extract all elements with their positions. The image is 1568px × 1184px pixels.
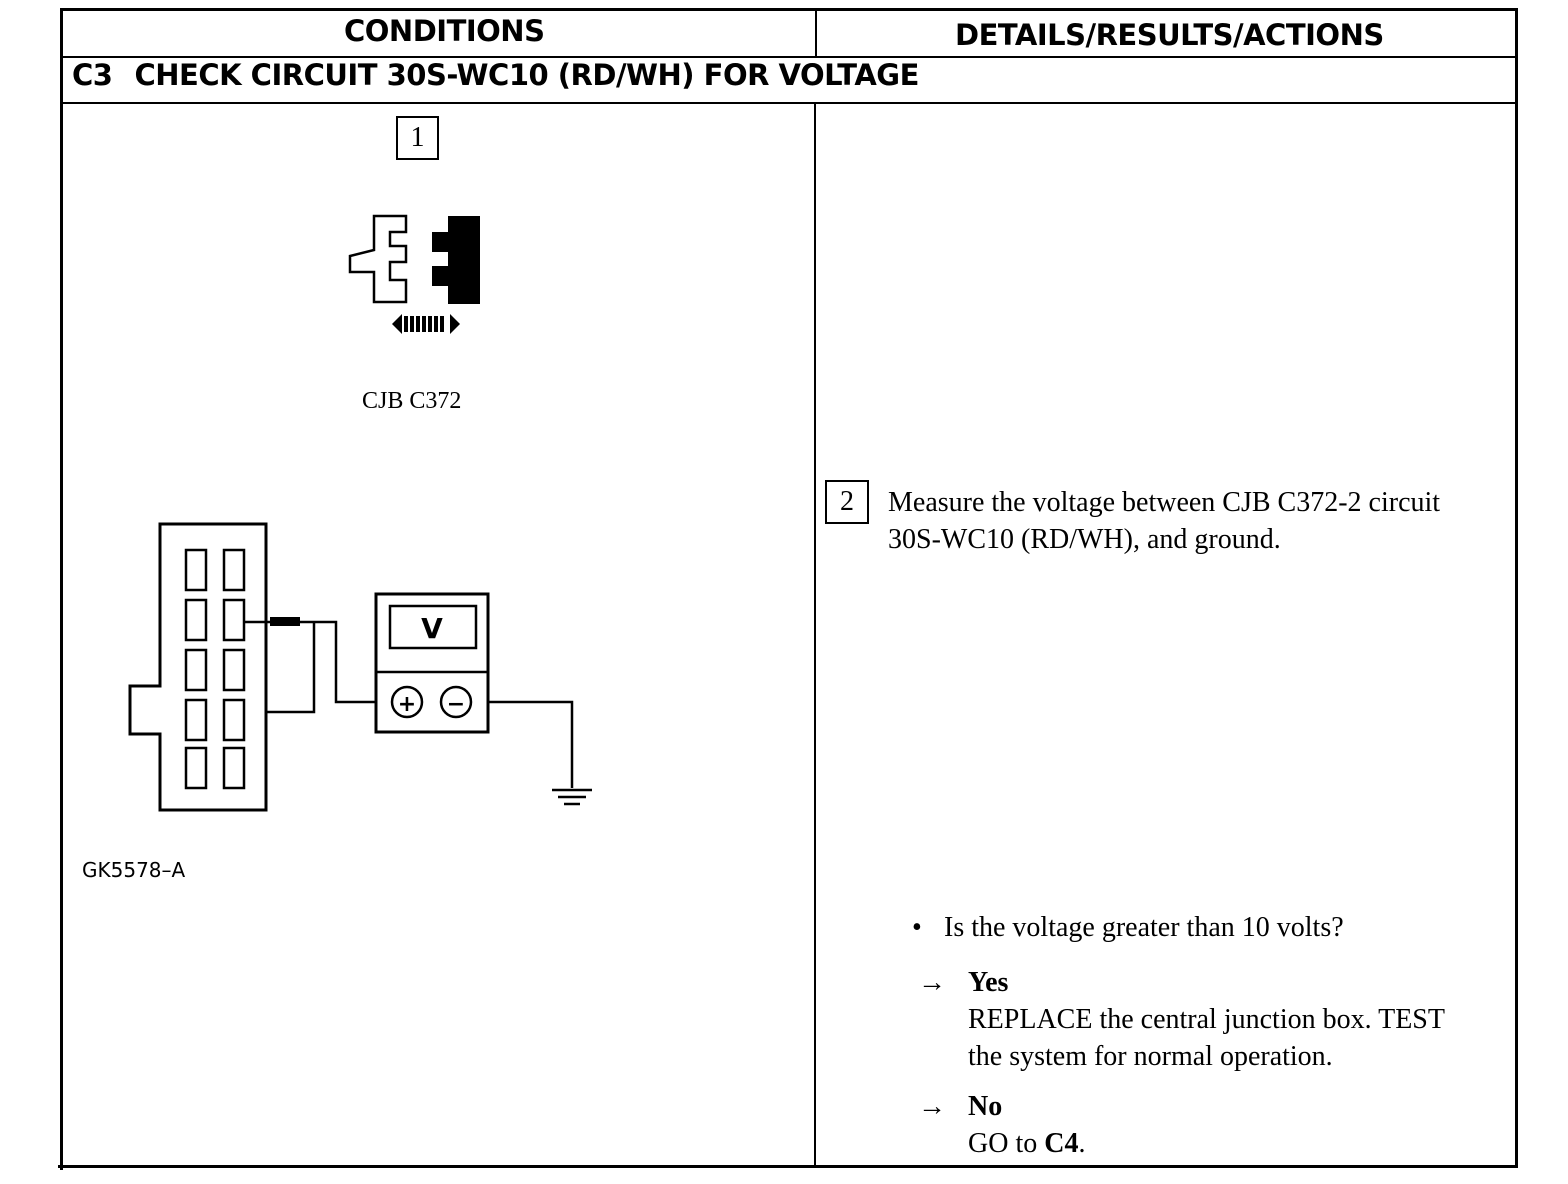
table-border-top xyxy=(62,8,1518,11)
header-details-results-actions: DETAILS/RESULTS/ACTIONS xyxy=(955,18,1384,52)
bullet-icon: • xyxy=(912,912,922,943)
response-yes-action-line-2: the system for normal operation. xyxy=(968,1041,1333,1072)
section-divider xyxy=(62,102,1517,104)
response-yes: → Yes REPLACE the central junction box. T… xyxy=(918,964,1445,1075)
figure-id: GK5578–A xyxy=(82,858,186,882)
minus-terminal: − xyxy=(447,692,465,717)
connector-label: CJB C372 xyxy=(362,388,462,414)
step-2-number: 2 xyxy=(825,480,869,524)
connector-pins xyxy=(184,548,246,790)
response-no: → No GO to C4. xyxy=(918,1088,1085,1162)
test-leads xyxy=(244,620,574,788)
response-no-target-step: C4 xyxy=(1044,1128,1079,1159)
column-divider-body xyxy=(814,102,816,1167)
ground-icon xyxy=(552,788,592,806)
response-yes-action-line-1: REPLACE the central junction box. TEST xyxy=(968,1004,1445,1035)
voltmeter-symbol: V xyxy=(421,612,443,645)
header-divider xyxy=(62,56,1517,58)
section-title-text: CHECK CIRCUIT 30S-WC10 (RD/WH) FOR VOLTA… xyxy=(134,58,919,92)
connector-c372-face xyxy=(128,522,268,812)
response-no-action: GO to C4. xyxy=(968,1125,1085,1162)
arrow-right-icon: → xyxy=(918,967,946,998)
column-divider-header xyxy=(815,8,817,58)
step-1-number: 1 xyxy=(396,116,439,160)
response-yes-label: Yes xyxy=(968,967,1009,998)
step-2-line-2: 30S-WC10 (RD/WH), and ground. xyxy=(888,524,1281,555)
response-no-label: No xyxy=(968,1091,1003,1122)
section-title: C3 CHECK CIRCUIT 30S-WC10 (RD/WH) FOR VOL… xyxy=(72,58,919,92)
response-no-action-suffix: . xyxy=(1078,1128,1086,1159)
section-id: C3 xyxy=(72,58,113,92)
probe-tip xyxy=(270,617,300,626)
response-no-action-prefix: GO to xyxy=(968,1128,1045,1159)
table-border-right xyxy=(1515,8,1518,1168)
connector-disconnect-icon xyxy=(348,214,480,334)
step-2-line-1: Measure the voltage between CJB C372-2 c… xyxy=(888,487,1441,518)
header-conditions: CONDITIONS xyxy=(344,14,545,48)
question-text: Is the voltage greater than 10 volts? xyxy=(944,912,1344,943)
voltmeter-icon xyxy=(374,592,490,734)
question: • Is the voltage greater than 10 volts? xyxy=(912,912,1344,944)
plus-terminal: + xyxy=(398,692,416,717)
step-2-instruction: Measure the voltage between CJB C372-2 c… xyxy=(888,484,1528,558)
arrow-right-icon: → xyxy=(918,1091,946,1122)
table-border-left xyxy=(60,8,63,1170)
table-border-bottom xyxy=(58,1165,1518,1168)
